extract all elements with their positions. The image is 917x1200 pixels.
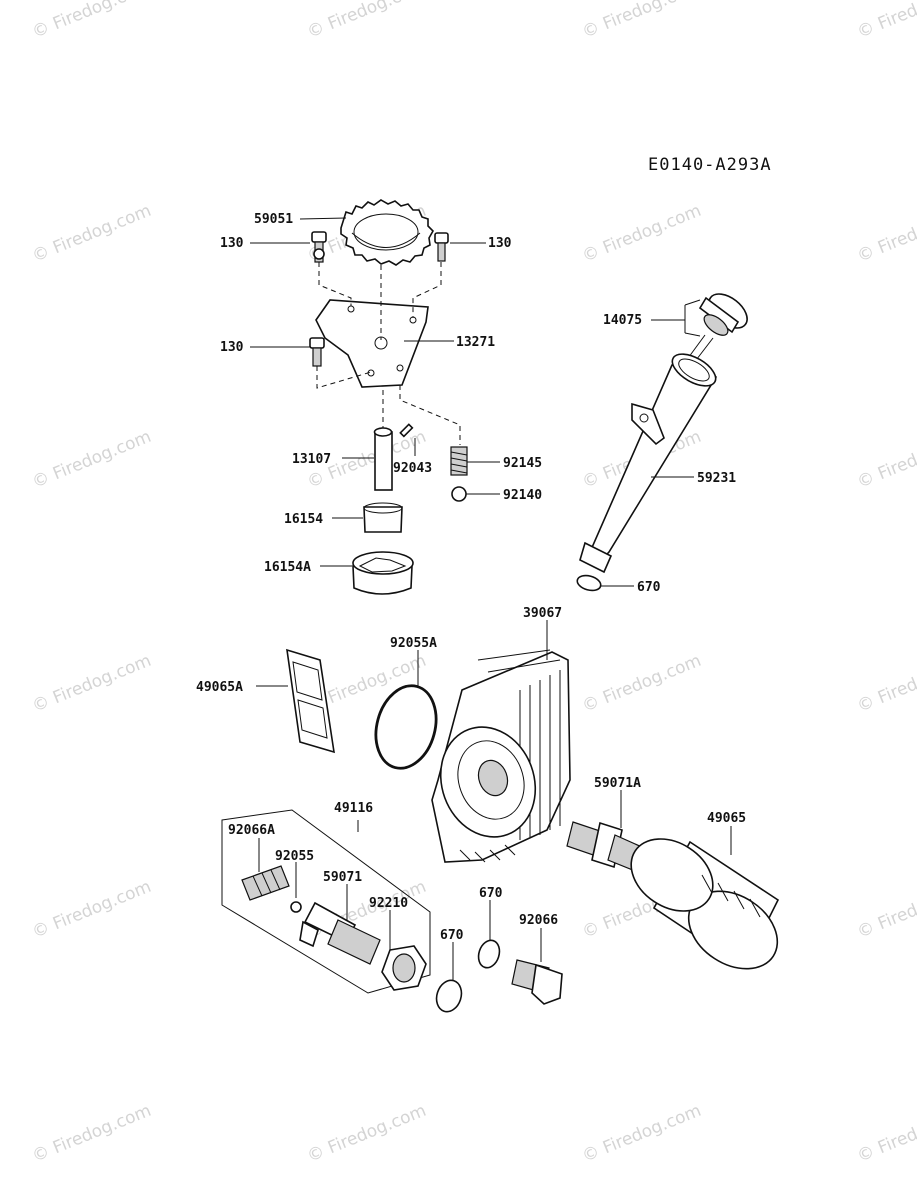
label-92210: 92210 xyxy=(369,896,408,911)
label-670: 670 xyxy=(637,580,661,595)
label-92055: 92055 xyxy=(275,849,314,864)
assembly-bracket xyxy=(221,809,431,994)
label-13271: 13271 xyxy=(456,335,495,350)
union-part xyxy=(299,901,381,965)
label-670: 670 xyxy=(440,928,464,943)
watermark: © Firedog.com xyxy=(854,427,917,493)
watermark: © Firedog.com xyxy=(854,1101,917,1167)
drain-plug-part xyxy=(511,959,563,1005)
label-670: 670 xyxy=(479,886,503,901)
bolt-part xyxy=(434,232,449,262)
oil-screen-part xyxy=(286,648,335,754)
nut-part xyxy=(381,945,427,991)
oil-cooler-housing-part xyxy=(431,649,571,863)
watermark: © Firedog.com xyxy=(29,651,154,717)
label-92066: 92066 xyxy=(519,913,558,928)
gasket-ring-part xyxy=(374,684,438,770)
label-49065A: 49065A xyxy=(196,680,243,695)
filler-tube-part xyxy=(579,353,717,574)
label-130: 130 xyxy=(220,236,244,251)
oil-filter-part xyxy=(630,838,780,970)
leader-lines xyxy=(250,217,732,980)
watermark: © Firedog.com xyxy=(579,1101,704,1167)
watermark: © Firedog.com xyxy=(854,0,917,43)
label-130: 130 xyxy=(488,236,512,251)
label-16154: 16154 xyxy=(284,512,323,527)
part-labels: 59051 130 130 130 13271 14075 13107 9204… xyxy=(196,212,746,943)
o-ring-part xyxy=(477,939,501,969)
watermark: © Firedog.com xyxy=(304,1101,429,1167)
label-13107: 13107 xyxy=(292,452,331,467)
label-49116: 49116 xyxy=(334,801,373,816)
watermark: © Firedog.com xyxy=(29,877,154,943)
label-130: 130 xyxy=(220,340,244,355)
watermark: © Firedog.com xyxy=(854,651,917,717)
o-ring-part xyxy=(576,574,602,592)
label-59231: 59231 xyxy=(697,471,736,486)
pump-cover-plate xyxy=(315,299,429,388)
watermark: © Firedog.com xyxy=(29,0,154,43)
label-59071: 59071 xyxy=(323,870,362,885)
outer-rotor-part xyxy=(352,551,414,595)
label-16154A: 16154A xyxy=(264,560,311,575)
watermark: © Firedog.com xyxy=(29,1101,154,1167)
watermark: © Firedog.com xyxy=(579,201,704,267)
pin-part xyxy=(399,423,414,438)
label-92066A: 92066A xyxy=(228,823,275,838)
o-ring-part xyxy=(435,979,463,1013)
label-49065: 49065 xyxy=(707,811,746,826)
watermark: © Firedog.com xyxy=(29,427,154,493)
watermark: © Firedog.com xyxy=(304,0,429,43)
bolt-part xyxy=(311,231,327,263)
pump-shaft-part xyxy=(373,427,393,491)
label-39067: 39067 xyxy=(523,606,562,621)
label-59051: 59051 xyxy=(254,212,293,227)
label-92055A: 92055A xyxy=(390,636,437,651)
diagram-code: E0140-A293A xyxy=(648,155,772,175)
watermark: © Firedog.com xyxy=(854,201,917,267)
relief-ball-part xyxy=(451,486,467,502)
filler-cap-part xyxy=(682,293,748,369)
label-92145: 92145 xyxy=(503,456,542,471)
watermark: © Firedog.com xyxy=(29,201,154,267)
label-92140: 92140 xyxy=(503,488,542,503)
watermark: © Firedog.com xyxy=(579,0,704,43)
watermark: © Firedog.com xyxy=(579,651,704,717)
watermark-layer: © Firedog.com © Firedog.com © Firedog.co… xyxy=(29,0,917,1167)
label-14075: 14075 xyxy=(603,313,642,328)
watermark: © Firedog.com xyxy=(854,877,917,943)
inner-rotor-part xyxy=(363,502,403,533)
valve-part xyxy=(241,865,290,901)
o-ring-small-part xyxy=(290,901,302,913)
label-59071A: 59071A xyxy=(594,776,641,791)
bolt-part xyxy=(309,337,325,367)
relief-spring-part xyxy=(450,446,468,476)
label-92043: 92043 xyxy=(393,461,432,476)
pump-gear-part xyxy=(340,199,434,266)
